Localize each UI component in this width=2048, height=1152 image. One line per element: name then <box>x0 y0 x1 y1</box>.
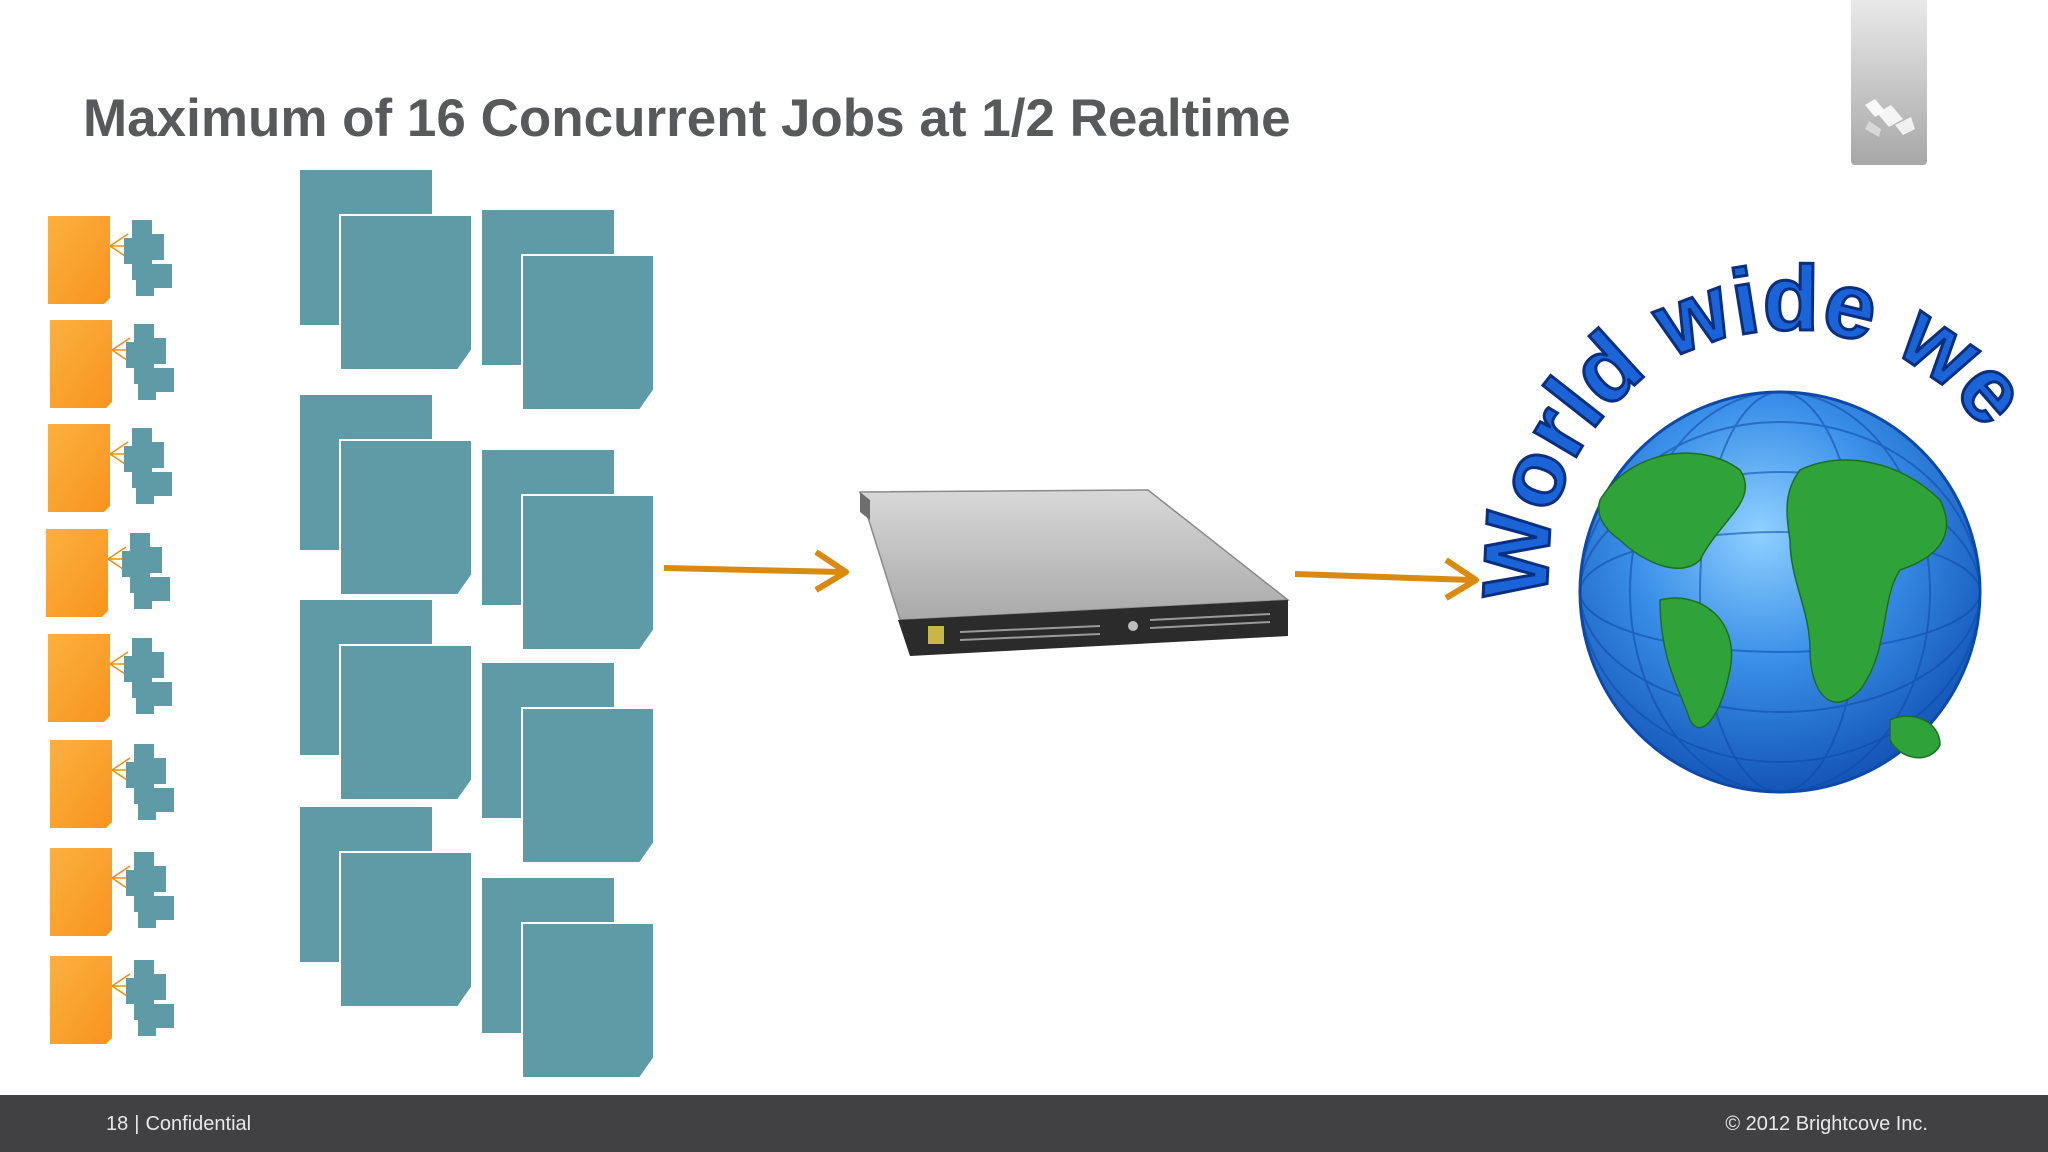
orange-file-icon <box>48 424 110 512</box>
server-icon <box>858 489 1291 656</box>
brightcove-logo-tab <box>1851 0 1927 165</box>
footer-separator: | <box>134 1113 140 1135</box>
page-number: 18 <box>106 1113 129 1135</box>
arrow-right-icon <box>1294 557 1479 601</box>
file-stack-icon <box>482 450 655 651</box>
source-job <box>46 529 170 617</box>
file-stack-icon <box>124 638 172 714</box>
footer-left: 18|Confidential <box>106 1113 251 1136</box>
orange-file-icon <box>46 529 108 617</box>
source-jobs <box>46 216 174 1044</box>
orange-file-icon <box>50 956 112 1044</box>
file-stack-icon <box>124 220 172 296</box>
confidential-label: Confidential <box>145 1113 252 1135</box>
orange-file-icon <box>48 216 110 304</box>
file-stack-icon <box>482 878 655 1079</box>
source-job <box>50 848 174 936</box>
file-stack-icon <box>300 395 473 596</box>
file-stack-icon <box>124 428 172 504</box>
file-stack-icon <box>300 600 473 801</box>
copyright-text: © 2012 Brightcove Inc. <box>1725 1113 1928 1135</box>
file-stack-icon <box>482 663 655 864</box>
file-stack-icon <box>482 210 655 411</box>
orange-file-icon <box>50 320 112 408</box>
file-stack-icon <box>300 807 473 1008</box>
orange-file-icon <box>48 634 110 722</box>
source-job <box>48 634 172 722</box>
brightcove-logo-icon <box>1865 99 1915 137</box>
source-job <box>48 424 172 512</box>
file-stack-icon <box>300 170 473 371</box>
file-stack-icon <box>126 852 174 928</box>
source-job <box>48 216 172 304</box>
file-stack-icon <box>126 324 174 400</box>
file-stack-icon <box>122 533 170 609</box>
source-job <box>50 956 174 1044</box>
orange-file-icon <box>50 740 112 828</box>
source-job <box>50 740 174 828</box>
footer-bar: 18|Confidential © 2012 Brightcove Inc. <box>0 1095 2048 1152</box>
file-stack-icon <box>126 960 174 1036</box>
orange-file-icon <box>50 848 112 936</box>
slide-title: Maximum of 16 Concurrent Jobs at 1/2 Rea… <box>83 89 1291 148</box>
workflow-diagram: World wide web <box>0 0 2048 1079</box>
file-stack-icon <box>126 744 174 820</box>
arrow-right-icon <box>663 549 849 593</box>
source-job <box>50 320 174 408</box>
output-file-stacks <box>300 170 655 1079</box>
